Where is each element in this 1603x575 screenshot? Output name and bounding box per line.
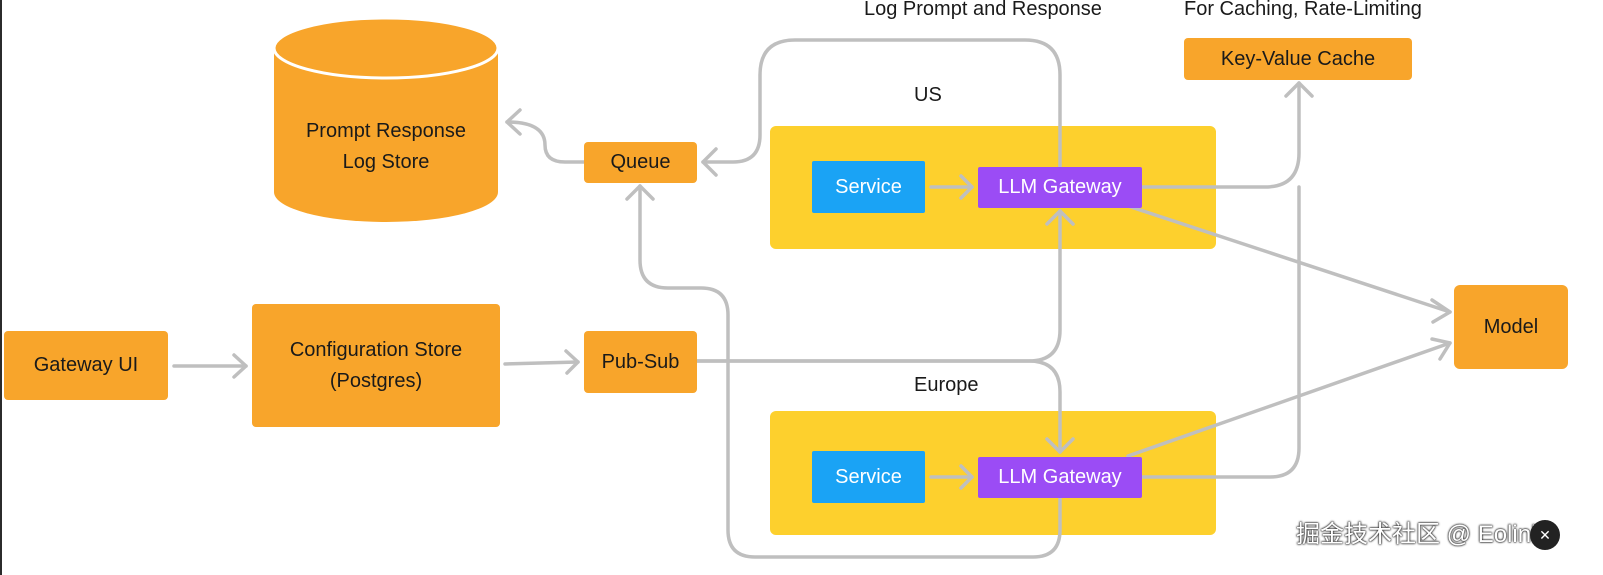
queue-arrowhead [701,147,718,177]
queue-bottom-arrowhead [625,184,655,201]
pubsub-arrowhead [564,349,580,375]
queue-to-db-connector [505,120,586,164]
europe-gateway-to-model-connector [1126,341,1452,458]
pub-sub-box: Pub-Sub [584,331,697,393]
config-to-pubsub-connector [503,360,580,366]
log-prompt-label: Log Prompt and Response [864,0,1102,20]
cache-arrowhead [1284,81,1314,98]
db-arrowhead [505,108,522,136]
watermark-text: 掘金技术社区 @ Eolink [1296,521,1544,548]
us-gateway-to-cache-connector [1141,81,1301,189]
us-region-label: US [914,84,942,106]
model-arrowhead-bottom [1430,337,1452,361]
model-arrowhead-top [1430,298,1452,324]
us-gateway-to-model-connector [1126,204,1452,314]
us-log-loop-connector [701,38,1062,169]
queue-box: Queue [584,142,697,183]
europe-gateway-top-arrowhead [1045,437,1075,454]
us-llm-gateway-box: LLM Gateway [978,167,1142,208]
us-gateway-arrowhead [959,174,974,200]
pubsub-to-europe-gateway-connector [695,359,1062,454]
gateway-ui-box: Gateway UI [4,331,168,400]
config-arrowhead [232,353,248,379]
pubsub-to-us-gateway-connector [695,209,1062,363]
europe-log-loop-connector [638,184,1062,559]
configuration-store-box: Configuration Store (Postgres) [252,304,500,427]
europe-llm-gateway-box: LLM Gateway [978,457,1142,498]
log-store-cylinder [272,16,500,222]
europe-service-box: Service [812,451,925,503]
key-value-cache-box: Key-Value Cache [1184,38,1412,80]
close-icon[interactable]: ✕ [1530,520,1560,550]
log-store-label: Prompt Response Log Store [305,120,467,173]
europe-gateway-arrowhead [959,464,974,490]
europe-region-label: Europe [914,374,979,396]
model-box: Model [1454,285,1568,369]
left-edge-divider [0,0,2,575]
us-service-box: Service [812,161,925,213]
europe-gateway-to-cache-connector [1141,185,1301,479]
us-gateway-bottom-arrowhead [1045,209,1075,226]
caching-label: For Caching, Rate-Limiting [1184,0,1422,20]
